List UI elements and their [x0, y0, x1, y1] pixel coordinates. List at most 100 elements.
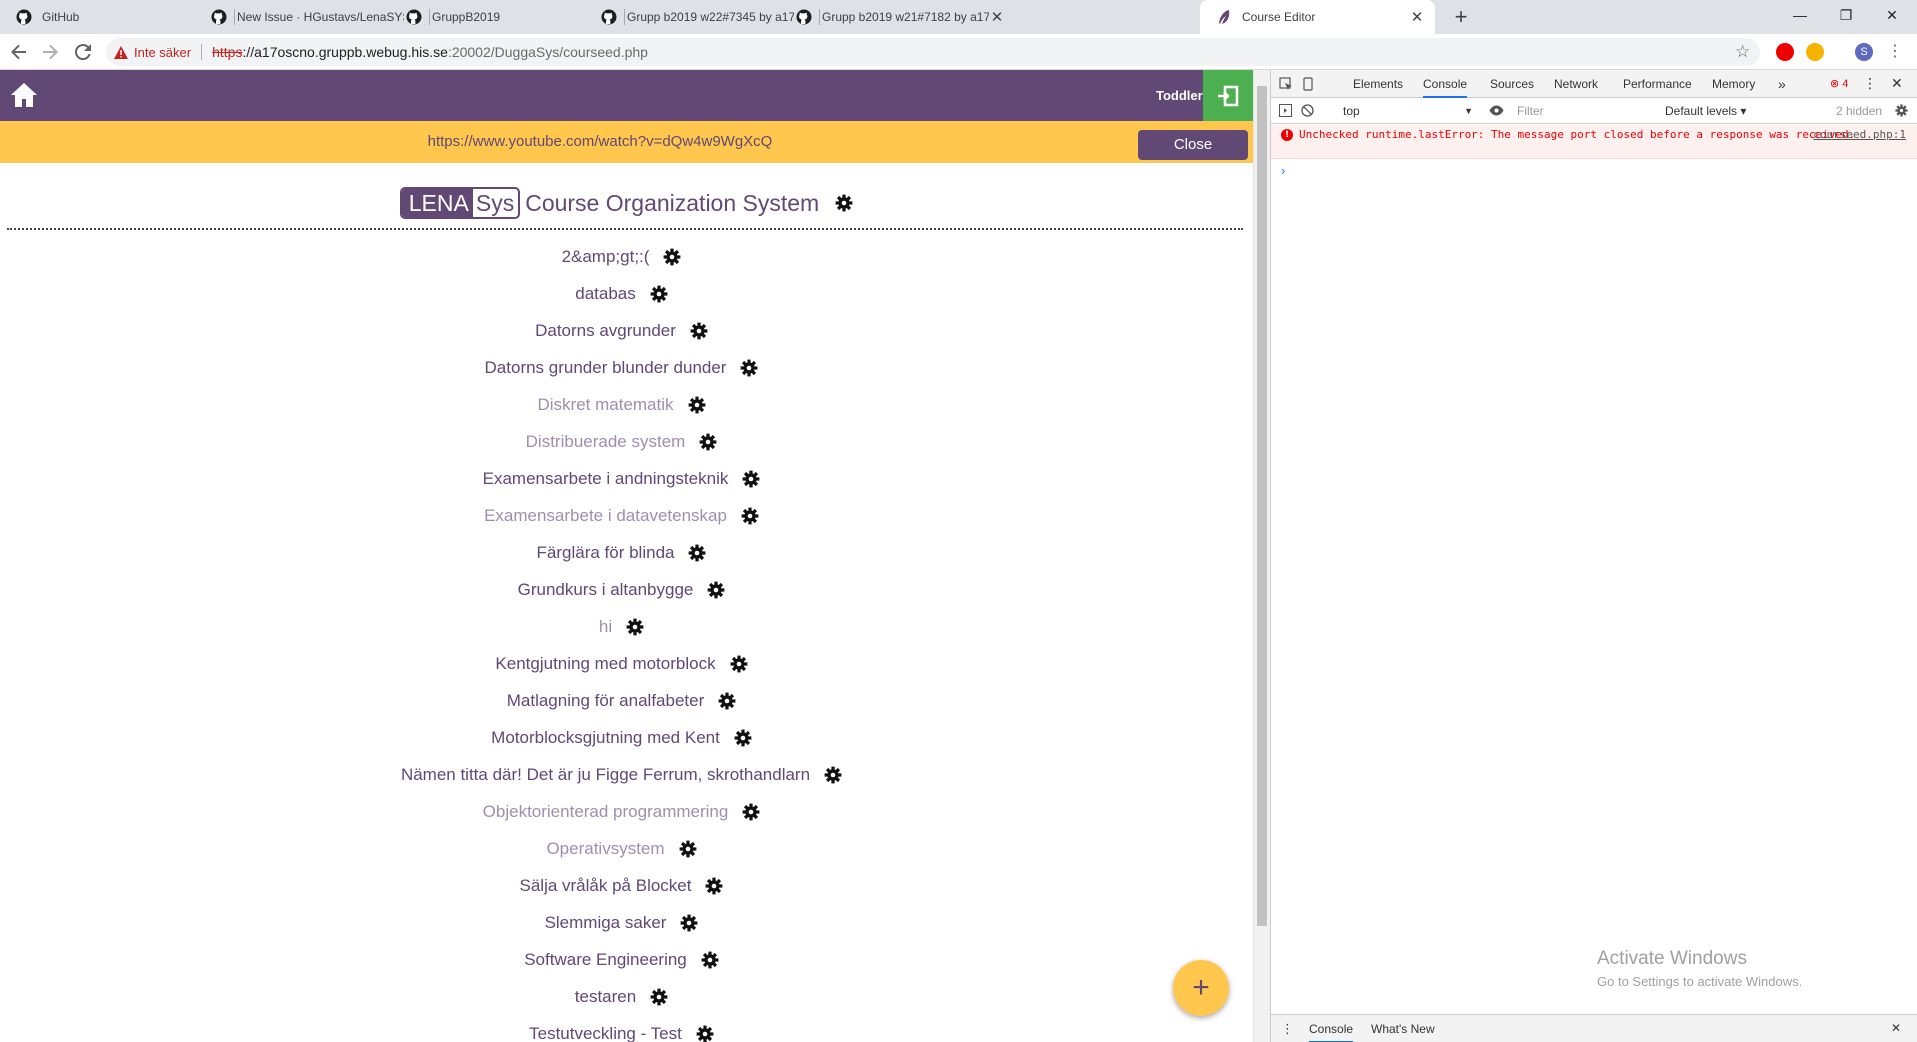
opera-extension-icon[interactable] — [1776, 43, 1794, 61]
gear-icon[interactable] — [680, 914, 698, 932]
course-link[interactable]: Operativsystem — [546, 838, 665, 858]
hidden-count: 2 hidden — [1836, 104, 1883, 118]
close-button[interactable]: Close — [1138, 130, 1248, 160]
gear-icon[interactable] — [650, 988, 668, 1006]
error-source-link[interactable]: courseed.php:1 — [1813, 128, 1906, 141]
gear-icon[interactable] — [626, 618, 644, 636]
forward-button[interactable] — [37, 40, 63, 64]
scrollbar-thumb[interactable] — [1257, 86, 1267, 926]
reload-button[interactable] — [70, 40, 96, 64]
devtools-close-icon[interactable]: ✕ — [1891, 75, 1903, 91]
course-link[interactable]: Datorns avgrunder — [535, 320, 676, 340]
course-link[interactable]: Examensarbete i datavetenskap — [484, 505, 727, 525]
page-scrollbar[interactable] — [1253, 70, 1270, 1042]
course-link[interactable]: Matlagning för analfabeter — [506, 690, 705, 710]
profile-avatar[interactable]: S — [1855, 43, 1873, 61]
home-icon[interactable] — [10, 82, 38, 108]
devtools-tab-network[interactable]: Network — [1554, 77, 1599, 91]
maximize-button[interactable]: ❐ — [1839, 6, 1853, 23]
gear-icon[interactable] — [742, 803, 760, 821]
course-link[interactable]: databas — [575, 283, 636, 303]
devtools-tab-console[interactable]: Console — [1423, 70, 1468, 98]
course-link[interactable]: Kentgjutning med motorblock — [495, 653, 716, 673]
console-filter-input[interactable]: Filter — [1517, 104, 1544, 118]
logout-button[interactable] — [1203, 70, 1253, 121]
gear-icon[interactable] — [740, 359, 758, 377]
gear-icon[interactable] — [730, 655, 748, 673]
gear-icon[interactable] — [705, 877, 723, 895]
course-link[interactable]: Examensarbete i andningsteknik — [482, 468, 729, 488]
drawer-tab-whats-new[interactable]: What's New — [1371, 1022, 1435, 1036]
bookmark-star-icon[interactable]: ☆ — [1735, 42, 1751, 61]
sidebar-toggle-icon[interactable] — [1279, 104, 1292, 117]
gear-icon[interactable] — [690, 322, 708, 340]
more-tabs-icon[interactable]: » — [1778, 76, 1786, 92]
close-tab-icon[interactable]: ✕ — [990, 9, 1004, 26]
log-levels-dropdown[interactable]: Default levels ▾ — [1665, 104, 1747, 118]
browser-menu-icon[interactable]: ⋮ — [1887, 43, 1903, 60]
logout-icon — [1218, 85, 1239, 106]
browser-tab-course-editor[interactable]: Course Editor ✕ — [1200, 0, 1435, 34]
course-link[interactable]: Sälja vrålåk på Blocket — [519, 875, 692, 895]
gear-icon[interactable] — [688, 544, 706, 562]
devtools-tab-elements[interactable]: Elements — [1353, 77, 1404, 91]
course-link[interactable]: Software Engineering — [524, 949, 687, 969]
gear-icon[interactable] — [688, 396, 706, 414]
course-link[interactable]: 2&amp;gt;:( — [561, 246, 650, 266]
drawer-tab-console[interactable]: Console — [1309, 1015, 1354, 1042]
add-course-button[interactable]: + — [1173, 960, 1229, 1016]
close-tab-icon[interactable]: ✕ — [1410, 9, 1424, 26]
gear-icon[interactable] — [718, 692, 736, 710]
address-bar[interactable]: Inte säker https ://a17oscno.gruppb.webu… — [106, 38, 1760, 66]
extension-icon[interactable] — [1806, 43, 1824, 61]
gear-icon[interactable] — [696, 1025, 714, 1042]
course-link[interactable]: Distribuerade system — [525, 431, 686, 451]
gear-icon[interactable] — [707, 581, 725, 599]
reload-icon — [75, 44, 91, 60]
console-prompt[interactable]: › — [1281, 163, 1286, 178]
course-link[interactable]: Datorns grunder blunder dunder — [484, 357, 727, 377]
gear-icon[interactable] — [824, 766, 842, 784]
course-link[interactable]: Motorblocksgjutning med Kent — [491, 727, 720, 747]
new-tab-button[interactable]: + — [1454, 4, 1468, 29]
browser-tab-w21[interactable]: Grupp b2019 w21#7182 by a17o ✕ — [780, 0, 1015, 34]
minimize-button[interactable]: — — [1793, 7, 1807, 23]
inspect-element-icon[interactable] — [1279, 77, 1293, 91]
course-link[interactable]: hi — [598, 616, 613, 636]
gear-icon[interactable] — [734, 729, 752, 747]
gear-icon[interactable] — [663, 248, 681, 266]
clear-console-icon[interactable] — [1301, 104, 1314, 117]
course-link[interactable]: Slemmiga saker — [544, 912, 667, 932]
devtools-menu-icon[interactable]: ⋮ — [1863, 75, 1877, 91]
course-link[interactable]: Grundkurs i altanbygge — [517, 579, 694, 599]
back-button[interactable] — [6, 40, 32, 64]
device-toolbar-icon[interactable] — [1301, 77, 1315, 91]
context-select[interactable]: top ▼ — [1343, 102, 1473, 120]
gear-icon[interactable] — [742, 470, 760, 488]
course-link[interactable]: Objektorienterad programmering — [482, 801, 729, 821]
drawer-close-icon[interactable]: ✕ — [1891, 1021, 1902, 1035]
gear-icon[interactable] — [650, 285, 668, 303]
devtools-tab-memory[interactable]: Memory — [1712, 77, 1756, 91]
course-link[interactable]: Testutveckling - Test — [529, 1023, 682, 1042]
security-warning[interactable]: Inte säker — [114, 45, 191, 60]
eye-icon[interactable] — [1489, 105, 1504, 116]
gear-icon[interactable] — [835, 194, 853, 212]
devtools-tab-sources[interactable]: Sources — [1490, 77, 1535, 91]
error-count-badge[interactable]: ⊗ 4 — [1830, 77, 1848, 90]
username-label[interactable]: Toddler — [1156, 88, 1203, 103]
window-close-button[interactable]: ✕ — [1886, 6, 1898, 23]
course-link[interactable]: Färglära för blinda — [536, 542, 675, 562]
course-link[interactable]: Nämen titta där! Det är ju Figge Ferrum,… — [400, 764, 811, 784]
course-link[interactable]: testaren — [574, 986, 637, 1006]
github-icon — [796, 9, 812, 25]
course-link[interactable]: Diskret matematik — [537, 394, 674, 414]
devtools-tab-performance[interactable]: Performance — [1623, 77, 1692, 91]
gear-icon[interactable] — [699, 433, 717, 451]
gear-icon[interactable] — [679, 840, 697, 858]
gear-icon[interactable] — [701, 951, 719, 969]
gear-icon[interactable] — [741, 507, 759, 525]
settings-gear-icon[interactable] — [1895, 104, 1908, 117]
drawer-menu-icon[interactable]: ⋮ — [1281, 1021, 1294, 1036]
announcement-url[interactable]: https://www.youtube.com/watch?v=dQw4w9Wg… — [427, 133, 773, 150]
